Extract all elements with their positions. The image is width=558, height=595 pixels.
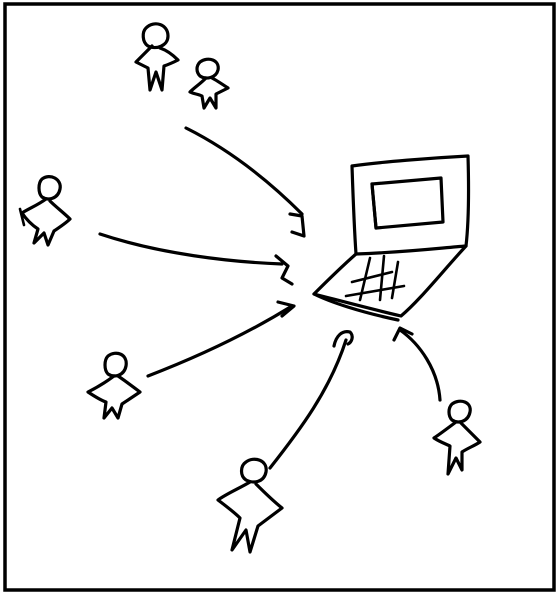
arrow-from-lower-left xyxy=(146,300,296,378)
person-icon xyxy=(18,175,72,247)
person-icon xyxy=(432,399,482,476)
person-icon xyxy=(86,351,142,420)
person-icon xyxy=(216,457,284,554)
frame-border xyxy=(3,2,556,592)
person-icon xyxy=(188,57,230,110)
arrow-from-bottom xyxy=(268,330,354,470)
laptop-icon xyxy=(312,154,471,322)
arrow-from-left xyxy=(98,232,294,286)
arrow-from-right xyxy=(392,326,442,402)
person-icon xyxy=(134,22,180,92)
arrow-from-top xyxy=(184,126,306,238)
